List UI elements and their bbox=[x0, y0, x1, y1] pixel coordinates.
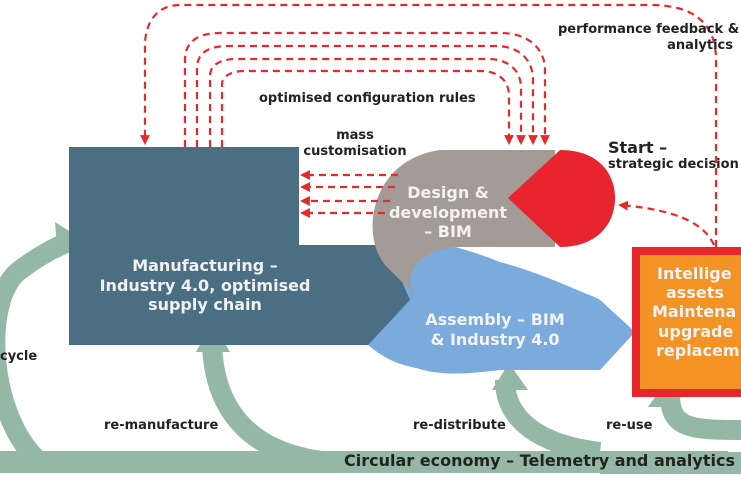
assembly-line1: Assembly – BIM bbox=[425, 310, 565, 329]
intelligent-assets-block bbox=[640, 255, 741, 389]
redistribute-arrowhead bbox=[492, 363, 528, 390]
performance-feedback-line2: analytics bbox=[667, 37, 733, 53]
config-rule-3 bbox=[208, 57, 526, 147]
mass-customisation-label: mass customisation bbox=[300, 128, 410, 159]
design-line2: development bbox=[388, 202, 508, 222]
mass-line1: mass bbox=[336, 128, 374, 143]
recycle-arrow bbox=[0, 230, 76, 470]
manufacturing-label: Manufacturing – Industry 4.0, optimised … bbox=[95, 256, 315, 315]
circular-economy-label: Circular economy – Telemetry and analyti… bbox=[344, 451, 735, 470]
performance-feedback-label: performance feedback & analytics bbox=[558, 22, 740, 53]
start-subtitle: strategic decision bbox=[608, 157, 739, 173]
assets-line4: upgrade bbox=[658, 321, 734, 341]
feedback-lines bbox=[140, 3, 718, 247]
manufacturing-line1: Manufacturing – bbox=[132, 256, 278, 275]
assets-line3: Maintena bbox=[652, 302, 737, 322]
mass-line2: customisation bbox=[303, 143, 407, 159]
assets-line2: assets bbox=[666, 283, 724, 303]
design-line1: Design & bbox=[407, 183, 489, 202]
design-line3: – BIM bbox=[424, 222, 472, 242]
assembly-label: Assembly – BIM & Industry 4.0 bbox=[425, 310, 565, 349]
intelligent-assets-label-clip: Intellige assets Maintena upgrade replac… bbox=[640, 258, 741, 388]
start-feedback-line bbox=[618, 200, 716, 246]
performance-feedback-line1: performance feedback & bbox=[558, 22, 740, 37]
design-block bbox=[372, 150, 555, 295]
intelligent-assets-label: Intellige assets Maintena upgrade replac… bbox=[652, 264, 739, 360]
remanufacture-label: re-manufacture bbox=[104, 418, 219, 433]
assets-line1: Intellige bbox=[657, 264, 732, 283]
circular-band-end bbox=[600, 452, 741, 474]
manufacturing-block bbox=[69, 147, 430, 345]
design-label: Design & development – BIM bbox=[388, 183, 508, 242]
start-label: Start – strategic decision bbox=[608, 138, 739, 173]
optimised-rules-label: optimised configuration rules bbox=[259, 91, 476, 106]
manufacturing-line2: Industry 4.0, optimised bbox=[99, 275, 311, 295]
config-rule-4 bbox=[220, 69, 514, 147]
redistribute-label: re-distribute bbox=[413, 418, 506, 433]
start-title: Start – bbox=[608, 138, 668, 157]
start-shape bbox=[508, 150, 615, 247]
manufacturing-line3: supply chain bbox=[148, 295, 262, 315]
config-rule-1 bbox=[183, 31, 550, 147]
assembly-line2: & Industry 4.0 bbox=[430, 329, 560, 349]
config-rule-2 bbox=[195, 44, 538, 147]
reuse-arrow bbox=[660, 394, 741, 440]
assets-line5: replacem bbox=[656, 340, 740, 360]
reuse-label: re-use bbox=[606, 418, 653, 433]
recycle-label: cycle bbox=[0, 349, 38, 364]
remanufacture-arrow bbox=[202, 344, 332, 472]
redistribute-arrow bbox=[495, 379, 602, 462]
performance-feedback-line bbox=[140, 3, 718, 247]
